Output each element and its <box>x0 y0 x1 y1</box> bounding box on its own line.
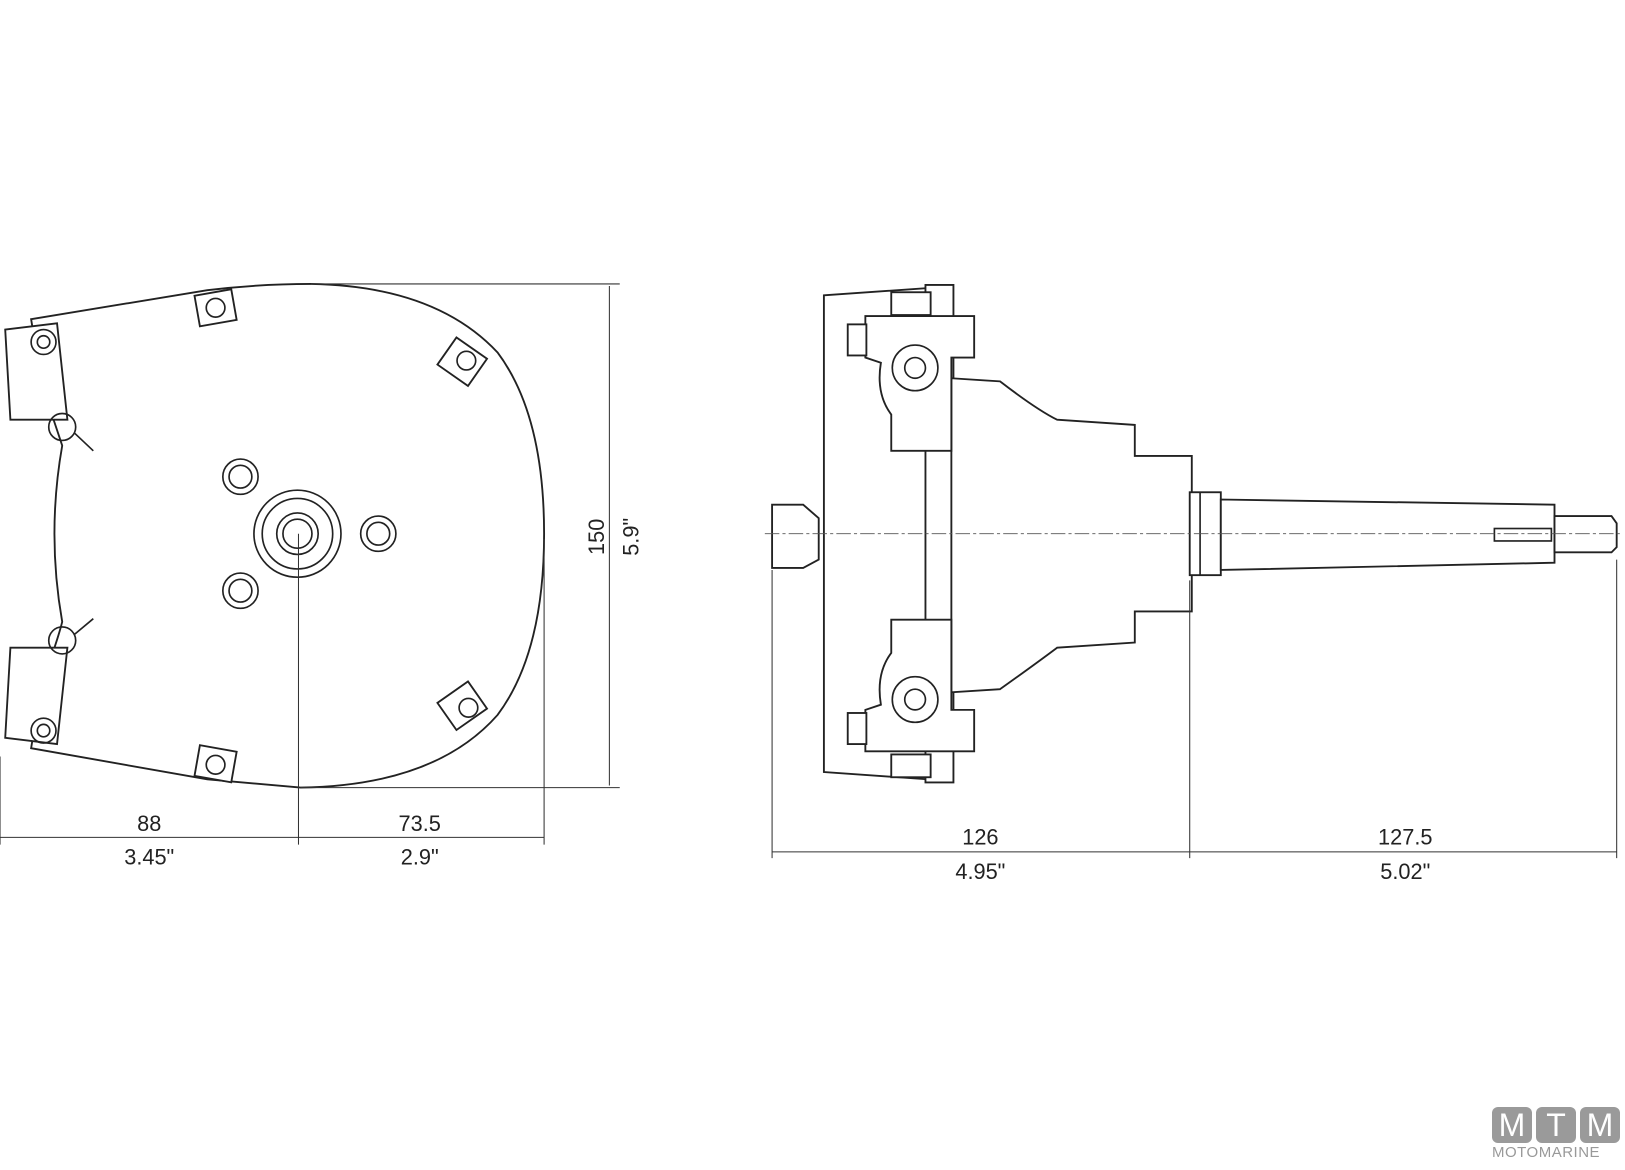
mount-lug-bottom <box>4 646 69 746</box>
motomarine-logo: M T M MOTOMARINE <box>1492 1107 1622 1161</box>
logo-wordmark: MOTOMARINE <box>1492 1144 1601 1161</box>
logo-letter: M <box>1492 1107 1532 1143</box>
screw-left-top <box>47 412 77 442</box>
front-cover <box>950 377 1193 694</box>
mount-lug-top <box>4 322 69 421</box>
nut-top <box>30 328 57 356</box>
shaft <box>1219 498 1556 571</box>
rear-boss <box>771 503 820 569</box>
bolt-top <box>846 323 868 357</box>
logo-letter: M <box>1580 1107 1620 1143</box>
screw-bosses <box>193 288 489 784</box>
body-depth-in-label: 4.95" <box>955 859 1005 884</box>
left-width-in-label: 3.45" <box>124 844 174 869</box>
center-hub <box>222 458 397 610</box>
screw-left-bottom <box>47 626 77 655</box>
side-view: 126 4.95" 127.5 5.02" <box>764 284 1622 884</box>
right-width-in-label: 2.9" <box>401 844 439 869</box>
boss-top <box>864 315 976 452</box>
height-mm-label: 150 <box>584 519 609 555</box>
front-view: 150 5.9" 88 3.45" 73.5 2.9" <box>0 283 643 869</box>
shaft-length-in-label: 5.02" <box>1380 859 1430 884</box>
body-depth-mm-label: 126 <box>962 825 998 850</box>
shaft-tip <box>1553 515 1618 554</box>
housing-outline <box>30 283 546 789</box>
keyway <box>1493 527 1553 542</box>
nut-bottom <box>30 717 57 744</box>
boss-bottom <box>864 618 976 753</box>
shaft-length-mm-label: 127.5 <box>1378 825 1432 850</box>
height-in-label: 5.9" <box>618 518 643 556</box>
left-width-mm-label: 88 <box>137 811 161 836</box>
logo-letter: T <box>1536 1107 1576 1143</box>
bolt-bottom <box>846 712 868 746</box>
right-width-mm-label: 73.5 <box>399 811 441 836</box>
